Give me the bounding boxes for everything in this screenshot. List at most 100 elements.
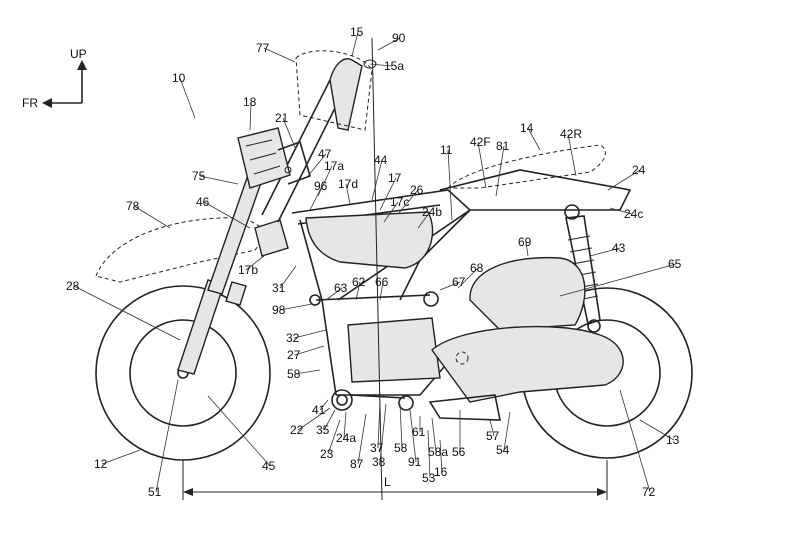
callout-label-24: 24 [632,163,646,177]
callout-label-54: 54 [496,443,510,457]
callout-leader [495,145,505,197]
callout-label-67: 67 [452,275,466,289]
callout-leader [101,449,141,465]
callout-label-61: 61 [412,425,426,439]
callout-leader [639,419,675,441]
callout-label-81: 81 [496,139,510,153]
callout-leader [439,281,461,291]
callout-leader [203,201,251,229]
callout-leader [279,303,313,311]
callout-leader [355,281,361,301]
callout-leader [379,403,387,463]
callout-label-17a: 17a [324,159,344,173]
callout-label-15a: 15a [384,59,404,73]
callout-label-47: 47 [318,147,332,161]
callout-leader [249,101,252,131]
callout-label-22: 22 [290,423,304,437]
callout-label-24c: 24c [624,207,643,221]
callout-leader [345,183,351,205]
callout-label-72: 72 [642,485,656,499]
callout-label-66: 66 [375,275,389,289]
callout-label-27: 27 [287,348,301,362]
callout-leader [357,413,367,465]
callout-leader [383,201,399,223]
callout-label-24b: 24b [422,205,442,219]
callout-leader [282,117,297,151]
callout-label-44: 44 [374,153,388,167]
callout-leader [525,241,529,257]
callout-label-17d: 17d [338,177,358,191]
callout-label-42F: 42F [470,135,491,149]
callout-label-98: 98 [272,303,286,317]
callout-leader [307,153,327,177]
callout-label-58: 58 [394,441,408,455]
front-wheel [95,285,271,461]
callout-label-57: 57 [486,429,500,443]
callout-label-42R: 42R [560,127,582,141]
callout-label-69: 69 [518,235,532,249]
callout-label-38: 38 [372,455,386,469]
callout-label-21: 21 [275,111,289,125]
wheelbase-dimension [182,460,608,500]
callout-leader [293,329,327,339]
callout-label-41: 41 [312,403,326,417]
headlight-unit [237,127,311,189]
callout-leader [199,175,239,185]
callout-label-43: 43 [612,241,626,255]
callout-label-16: 16 [434,465,448,479]
reference-line [371,37,383,501]
callout-leader [377,37,401,51]
callout-label-75: 75 [192,169,206,183]
callout-label-53: 53 [422,471,436,485]
callout-leader [294,369,321,375]
engine-assembly [309,291,624,421]
callout-label-58a: 58a [428,445,448,459]
callout-leader [397,189,419,215]
callout-label-18: 18 [243,95,257,109]
callout-label-58: 58 [287,367,301,381]
callout-leader [503,411,511,451]
callout-leader [477,141,487,189]
callout-leader [371,159,383,201]
callout-leader [379,281,384,301]
rear-body-cover [469,256,586,331]
callout-leader [279,265,297,289]
callout-leader [457,267,479,289]
callout-label-56: 56 [452,445,466,459]
callout-leader [294,345,325,356]
callout-label-68: 68 [470,261,484,275]
callout-label-91: 91 [408,455,422,469]
callout-label-17c: 17c [390,195,409,209]
callout-leader [527,127,541,151]
front-label: FR [22,96,38,110]
callout-leader [567,133,577,177]
callout-leader [133,205,171,229]
callout-leader [207,395,271,467]
callout-label-77: 77 [256,41,270,55]
callout-label-96: 96 [314,179,328,193]
callout-leader [417,211,431,229]
callout-label-10: 10 [172,71,186,85]
callout-leader [263,47,296,63]
callout-leader [619,389,651,493]
callout-leader [409,409,417,463]
callout-leader [325,287,343,301]
callout-leader [559,263,677,297]
callout-label-12: 12 [94,457,108,471]
callout-label-35: 35 [316,423,330,437]
callout-label-15: 15 [350,25,364,39]
callout-label-26: 26 [410,183,424,197]
callout-label-78: 78 [126,199,140,213]
callout-leader [179,77,196,119]
callout-leader [369,63,393,67]
callout-label-13: 13 [666,433,680,447]
callout-label-14: 14 [520,121,534,135]
up-label: UP [70,47,87,61]
callout-label-87: 87 [350,457,364,471]
callout-leader [297,407,331,431]
callout-leader [431,417,437,453]
watermark: magacin.dk [706,510,794,528]
